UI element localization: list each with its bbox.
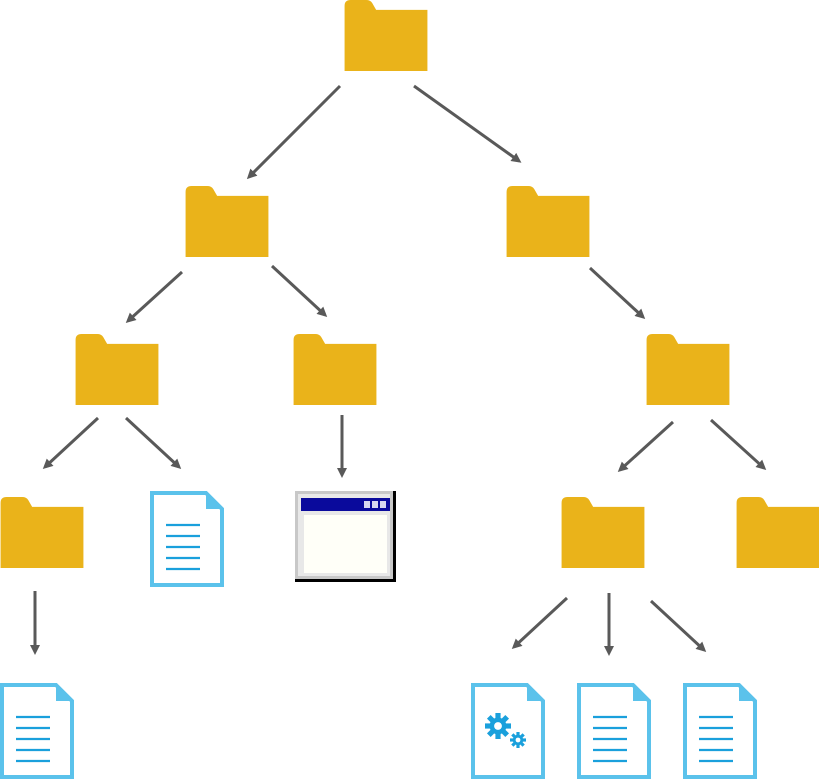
- edge-right-rightchild: [588, 266, 646, 320]
- edge-leftleft-doc: [124, 416, 182, 470]
- window-body: [304, 515, 387, 573]
- document-icon-llf[interactable]: [0, 683, 74, 779]
- folder-icon-rc[interactable]: [561, 497, 645, 568]
- document-icon-ll[interactable]: [150, 491, 224, 587]
- folder-icon-left[interactable]: [185, 186, 269, 257]
- folder-icon-ll[interactable]: [0, 497, 84, 568]
- folder-icon-right-child[interactable]: [646, 334, 730, 405]
- application-window-icon[interactable]: [295, 491, 396, 582]
- gear-icon-large: [485, 713, 511, 739]
- folder-icon-right[interactable]: [506, 186, 590, 257]
- edge-left-leftleft: [125, 270, 184, 324]
- edge-left-leftright: [270, 264, 328, 318]
- edge-rcfolder-doc2: [649, 599, 707, 653]
- edge-rcfolder-config: [511, 596, 569, 650]
- edges: [30, 84, 767, 656]
- edge-rightchild-folder2: [709, 418, 767, 471]
- document-icon-rcf-1[interactable]: [577, 683, 651, 779]
- document-icon-rcf-2[interactable]: [683, 683, 757, 779]
- edge-leftleft-folder: [42, 416, 100, 470]
- gear-icon-small: [510, 732, 526, 748]
- edge-root-left: [246, 84, 342, 180]
- folder-icon-root[interactable]: [344, 0, 428, 71]
- folder-icon-rc2[interactable]: [736, 497, 819, 568]
- folder-icon-left-right[interactable]: [293, 334, 377, 405]
- edge-rightchild-folder: [617, 420, 675, 473]
- settings-document-icon[interactable]: [471, 683, 545, 779]
- edge-root-right: [413, 84, 522, 163]
- folder-icon-left-left[interactable]: [75, 334, 159, 405]
